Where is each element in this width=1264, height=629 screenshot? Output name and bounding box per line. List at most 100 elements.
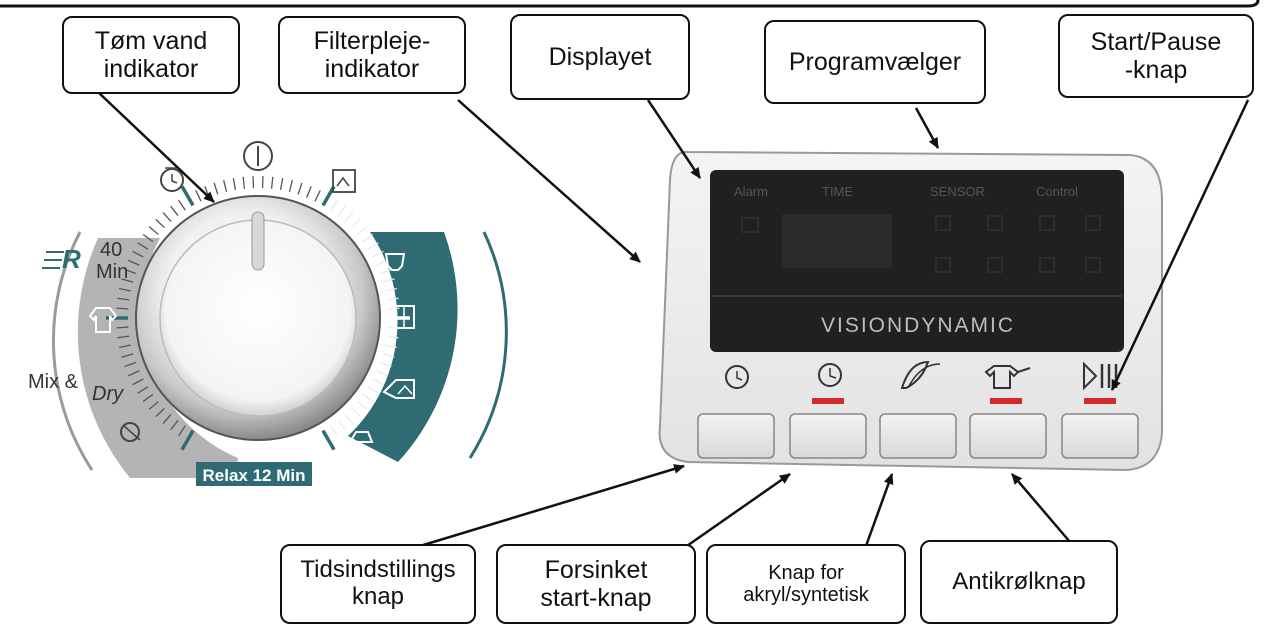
- callout-tom-vand-line1: Tøm vand: [94, 27, 208, 55]
- anti-crease-led: [990, 398, 1022, 404]
- dial-minor-tick: [128, 370, 140, 377]
- start-pause-led: [1084, 398, 1116, 404]
- arrow-displayet: [646, 99, 702, 179]
- dial-minor-tick: [362, 234, 374, 243]
- dial-minor-tick: [376, 259, 388, 266]
- callout-arrows: [97, 91, 1250, 550]
- callout-filterpleje-line2: indikator: [324, 55, 420, 83]
- dial-minor-tick: [330, 199, 338, 211]
- arrow-tidsindstillings: [419, 464, 685, 548]
- dial-teal-band: [348, 232, 458, 462]
- dial-minor-tick: [118, 344, 131, 349]
- dial-outer-arc-right: [468, 231, 508, 459]
- dial-minor-tick: [137, 386, 149, 394]
- callout-akryl-line1: Knap for: [768, 561, 844, 584]
- dial-minor-tick: [367, 242, 379, 250]
- dial-minor-tick: [306, 186, 312, 198]
- dial-minor-tick: [155, 407, 165, 418]
- dial-minor-tick: [128, 259, 140, 266]
- wool-icon: [120, 422, 141, 442]
- dial-minor-tick: [223, 180, 228, 193]
- dial-minor-tick: [195, 190, 202, 202]
- delay-start-led: [812, 398, 844, 404]
- top-frame: [0, 0, 1260, 8]
- arrow-filterpleje: [457, 99, 641, 263]
- dial-minor-tick: [148, 401, 159, 410]
- callout-forsinket: Forsinket start-knap: [496, 544, 696, 624]
- delay-start-button[interactable]: [789, 413, 867, 459]
- dial-minor-tick: [382, 278, 395, 283]
- dial-minor-tick: [386, 297, 399, 301]
- callout-displayet: Displayet: [510, 14, 690, 100]
- callout-forsinket-line2: start-knap: [540, 584, 652, 612]
- dial-minor-tick: [116, 307, 129, 310]
- dial-minor-tick: [116, 326, 129, 329]
- callout-akryl-line2: akryl/syntetisk: [743, 584, 869, 606]
- dial-label-r: R: [62, 244, 81, 274]
- callout-tidsindstillings-line2: knap: [351, 583, 405, 610]
- dial-minor-tick: [314, 190, 321, 202]
- callout-displayet-text: Displayet: [548, 43, 652, 71]
- dial-minor-tick: [357, 401, 368, 410]
- dial-minor-tick: [117, 297, 130, 301]
- anti-crease-icon: [984, 365, 1031, 389]
- dial-minor-tick: [385, 287, 398, 292]
- callout-filterpleje: Filterpleje- indikator: [278, 16, 466, 94]
- arrow-antikrol: [1011, 473, 1071, 543]
- dial-minor-tick: [337, 420, 346, 431]
- hanger-dry-icon: [382, 379, 415, 399]
- iron-dry-icon: [348, 431, 374, 443]
- dial-minor-tick: [178, 425, 186, 437]
- dial-minor-tick: [379, 268, 392, 275]
- time-digit-area: [782, 214, 892, 268]
- dial-minor-tick: [148, 226, 159, 235]
- synthetic-button[interactable]: [879, 413, 957, 459]
- callout-tom-vand-line2: indikator: [103, 55, 199, 83]
- callout-antikrol-text: Antikrølknap: [952, 567, 1086, 595]
- dial-minor-tick: [132, 378, 144, 386]
- dial-label-mix: Mix &: [28, 371, 79, 393]
- dial-minor-tick: [124, 361, 137, 368]
- callout-start-pause: Start/Pause -knap: [1058, 14, 1254, 98]
- dial-minor-tick: [124, 268, 137, 275]
- dial-minor-tick: [170, 420, 179, 431]
- arrow-forsinket: [683, 472, 791, 550]
- feather-icon: [900, 360, 941, 389]
- dial-minor-tick: [137, 242, 149, 250]
- callout-programvaelger: Programvælger: [764, 20, 986, 104]
- dial-minor-tick: [170, 205, 179, 216]
- dial-minor-tick: [357, 226, 368, 235]
- dial-minor-tick: [372, 250, 384, 258]
- dial-outer-arc-left: [51, 231, 94, 471]
- start-pause-button[interactable]: [1061, 413, 1139, 459]
- cupboard-dry-icon: [384, 253, 406, 271]
- dial-minor-tick: [121, 353, 134, 358]
- dial-minor-tick: [232, 178, 237, 191]
- display-label-sensor: SENSOR: [930, 184, 985, 199]
- display-label-time: TIME: [822, 184, 853, 199]
- dial-minor-tick: [362, 393, 374, 402]
- callout-start-pause-line2: -knap: [1124, 56, 1188, 84]
- dial-minor-tick: [118, 287, 131, 292]
- timer-icon: [160, 167, 184, 192]
- anti-crease-button[interactable]: [969, 413, 1047, 459]
- callout-forsinket-line1: Forsinket: [544, 556, 648, 584]
- dial-minor-tick: [279, 178, 284, 191]
- callout-akryl: Knap for akryl/syntetisk: [706, 544, 906, 624]
- time-set-button[interactable]: [697, 413, 775, 459]
- dial-minor-tick: [330, 425, 338, 437]
- display-label-control: Control: [1036, 184, 1078, 199]
- dial-minor-tick: [344, 212, 354, 222]
- dial-ticks: [106, 176, 410, 451]
- dial-minor-tick: [155, 218, 165, 229]
- dial-label-dry: Dry: [92, 383, 124, 405]
- callout-start-pause-line1: Start/Pause: [1090, 28, 1222, 56]
- callout-tidsindstillings: Tidsindstillings knap: [280, 544, 476, 624]
- dial-minor-tick: [376, 370, 388, 377]
- dial-minor-tick: [117, 335, 130, 339]
- callout-programvaelger-text: Programvælger: [788, 48, 962, 76]
- arrow-akryl: [864, 473, 894, 547]
- dial-minor-tick: [367, 386, 379, 394]
- arrow-programvaelger: [914, 107, 940, 149]
- time-set-icon: [725, 365, 749, 389]
